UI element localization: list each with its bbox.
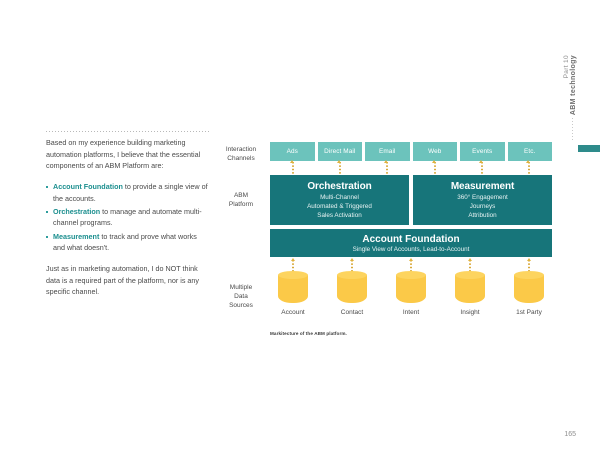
connector-arrow-up-icon xyxy=(526,160,530,174)
bullet-term: Orchestration xyxy=(53,206,101,216)
channel-connector-row xyxy=(270,160,552,175)
running-head-part: Part 10 xyxy=(562,55,570,79)
pillar-measurement[interactable]: Measurement 360° Engagement Journeys Att… xyxy=(413,175,552,225)
channel-chip-direct-mail[interactable]: Direct Mail xyxy=(317,142,362,161)
pillar-sub-line: Journeys xyxy=(469,203,496,211)
list-item: Account Foundation to provide a single v… xyxy=(46,181,210,204)
connector-arrow-up-icon xyxy=(467,258,471,273)
channel-chip-web[interactable]: Web xyxy=(412,142,457,161)
pillar-sub-line: Multi-Channel xyxy=(320,194,359,202)
pillar-title: Measurement xyxy=(450,181,515,193)
page-number: 165 xyxy=(564,431,576,438)
channel-chip-ads[interactable]: Ads xyxy=(270,142,315,161)
connector-arrow-up-icon xyxy=(290,258,294,273)
list-item: Orchestration to manage and automate mul… xyxy=(46,206,210,229)
row-label-line: Multiple xyxy=(229,284,253,291)
rail-dotted-line xyxy=(572,118,573,140)
body-text-column: Based on my experience building marketin… xyxy=(46,137,210,307)
data-source-intent[interactable]: Intent xyxy=(388,257,434,316)
data-source-label: 1st Party xyxy=(516,309,542,316)
database-cylinder-icon xyxy=(455,271,485,303)
rail-accent-block xyxy=(578,145,600,152)
bullet-text: to track and prove what works and what d… xyxy=(53,231,197,253)
bullet-text: to manage and automate multi-channel pro… xyxy=(53,206,202,228)
account-foundation-bar[interactable]: Account Foundation Single View of Accoun… xyxy=(270,229,552,257)
database-cylinder-icon xyxy=(396,271,426,303)
intro-paragraph: Based on my experience building marketin… xyxy=(46,138,201,171)
connector-arrow-up-icon xyxy=(290,160,294,174)
connector-arrow-up-icon xyxy=(337,160,341,174)
body-top-rule xyxy=(46,131,210,132)
row-label-interaction-channels: Interaction Channels xyxy=(216,146,266,164)
pillar-orchestration[interactable]: Orchestration Multi-Channel Automated & … xyxy=(270,175,409,225)
row-label-line: Platform xyxy=(228,200,254,208)
data-source-label: Account xyxy=(281,309,305,316)
foundation-title: Account Foundation xyxy=(362,233,460,245)
abm-platform-pillar-row: Orchestration Multi-Channel Automated & … xyxy=(270,175,552,225)
interaction-channel-row: Ads Direct Mail Email Web Events Etc. xyxy=(270,142,552,161)
diagram-stage: Ads Direct Mail Email Web Events Etc. Or… xyxy=(270,142,552,319)
bullet-term: Account Foundation xyxy=(53,181,123,191)
data-source-label: Intent xyxy=(402,309,420,316)
connector-arrow-up-icon xyxy=(479,160,483,174)
row-label-multiple-data-sources: Multiple Data Sources xyxy=(216,284,266,310)
pillar-subtext: Multi-Channel Automated & Triggered Sale… xyxy=(307,194,372,221)
connector-arrow-up-icon xyxy=(408,258,412,273)
channel-chip-email[interactable]: Email xyxy=(365,142,410,161)
row-label-line: Sources xyxy=(229,301,253,309)
channel-chip-etc[interactable]: Etc. xyxy=(507,142,552,161)
data-source-1st-party[interactable]: 1st Party xyxy=(506,257,552,316)
connector-arrow-up-icon xyxy=(349,258,353,273)
data-source-insight[interactable]: Insight xyxy=(447,257,493,316)
connector-arrow-up-icon xyxy=(432,160,436,174)
row-label-line: Data xyxy=(234,292,248,300)
bullet-text: to provide a single view of the accounts… xyxy=(53,181,208,203)
pillar-sub-line: Automated & Triggered xyxy=(307,203,372,211)
pillar-title: Orchestration xyxy=(307,181,372,193)
database-cylinder-icon xyxy=(337,271,367,303)
row-label-line: Channels xyxy=(227,154,255,162)
pillar-sub-line: Attribution xyxy=(468,211,497,219)
row-label-abm-platform: ABM Platform xyxy=(216,192,266,210)
running-head-title: ABM technology xyxy=(570,55,578,116)
running-head-rail: Part 10 ABM technology xyxy=(540,0,600,463)
outro-paragraph: Just as in marketing automation, I do NO… xyxy=(46,263,200,297)
pillar-sub-line: Sales Activation xyxy=(317,211,362,219)
data-source-contact[interactable]: Contact xyxy=(329,257,375,316)
data-source-label: Insight xyxy=(460,309,480,316)
row-label-line: ABM xyxy=(233,192,249,199)
row-label-line: Interaction xyxy=(225,146,257,153)
channel-chip-events[interactable]: Events xyxy=(460,142,505,161)
figure-caption: Markitecture of the ABM platform. xyxy=(270,331,347,336)
database-cylinder-icon xyxy=(514,271,544,303)
foundation-subtitle: Single View of Accounts, Lead-to-Account xyxy=(352,245,470,253)
database-cylinder-icon xyxy=(278,271,308,303)
data-source-account[interactable]: Account xyxy=(270,257,316,316)
pillar-subtext: 360° Engagement Journeys Attribution xyxy=(457,194,507,221)
abm-platform-diagram: Interaction Channels ABM Platform Multip… xyxy=(216,142,552,347)
connector-arrow-up-icon xyxy=(526,258,530,273)
list-item: Measurement to track and prove what work… xyxy=(46,231,210,254)
bullet-term: Measurement xyxy=(53,231,100,241)
data-source-row: Account Contact Intent Insight 1st Party xyxy=(270,257,552,319)
data-source-label: Contact xyxy=(340,309,364,316)
component-bullet-list: Account Foundation to provide a single v… xyxy=(46,181,210,254)
pillar-sub-line: 360° Engagement xyxy=(457,194,508,202)
connector-arrow-up-icon xyxy=(384,160,388,174)
